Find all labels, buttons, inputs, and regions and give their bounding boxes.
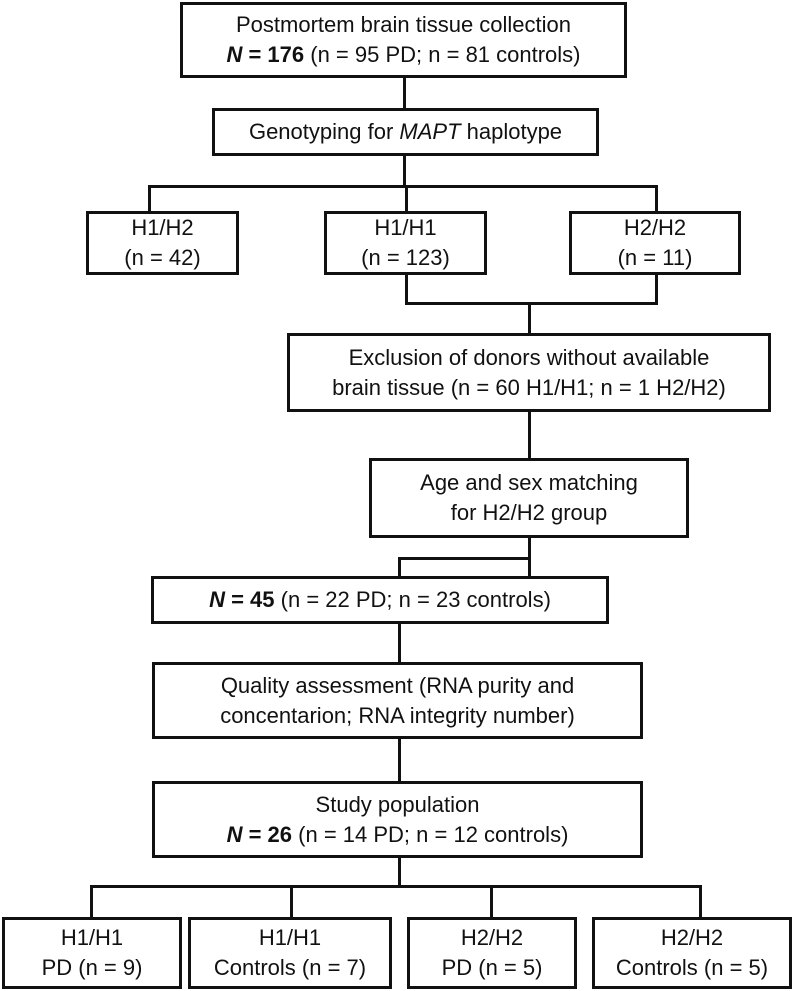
n45-box: N = 45 (n = 22 PD; n = 23 controls) [151, 576, 609, 624]
genotyping-pre: Genotyping for [248, 119, 400, 144]
quality-box: Quality assessment (RNA purity and conce… [152, 662, 643, 739]
connector [699, 885, 702, 919]
out2-sub: Controls (n = 7) [213, 955, 367, 980]
connector [148, 185, 658, 188]
collection-title: Postmortem brain tissue collection [235, 12, 572, 37]
n45-text: N = 45 (n = 22 PD; n = 23 controls) [209, 585, 551, 615]
genotyping-gene: MAPT [399, 119, 461, 144]
quality-line1: Quality assessment (RNA purity and [220, 672, 575, 698]
out3-label: H2/H2 [460, 925, 524, 950]
out4-sub: Controls (n = 5) [615, 955, 769, 980]
connector [528, 302, 531, 335]
collection-N-value: = 176 [242, 42, 305, 67]
h1h1-n: (n = 123) [361, 245, 450, 270]
connector [398, 557, 531, 560]
connector [405, 302, 658, 305]
exclusion-box: Exclusion of donors without available br… [287, 333, 771, 412]
collection-box: Postmortem brain tissue collection N = 1… [180, 2, 627, 78]
out4-label: H2/H2 [660, 925, 724, 950]
connector [148, 185, 151, 213]
connector [405, 185, 408, 213]
connector [403, 154, 406, 186]
matching-line2: for H2/H2 group [450, 500, 608, 525]
out1-sub: PD (n = 9) [41, 955, 143, 980]
h1h2-box: H1/H2 (n = 42) [86, 211, 239, 275]
h2h2-label: H2/H2 [623, 215, 687, 240]
exclusion-line1: Exclusion of donors without available [348, 344, 710, 370]
study-box: Study population N = 26 (n = 14 PD; n = … [152, 781, 643, 858]
connector [655, 273, 658, 305]
outcome-h2h2-pd-box: H2/H2 PD (n = 5) [407, 917, 577, 989]
connector [528, 410, 531, 460]
connector [290, 885, 293, 919]
h2h2-n: (n = 11) [617, 245, 693, 270]
genotyping-text: Genotyping for MAPT haplotype [249, 117, 562, 147]
connector [398, 737, 401, 783]
connector [398, 856, 401, 888]
connector [398, 622, 401, 664]
connector [405, 273, 408, 305]
collection-N-label: N [226, 42, 243, 67]
h1h2-label: H1/H2 [131, 215, 194, 240]
h1h1-label: H1/H1 [374, 215, 437, 240]
collection-breakdown: (n = 95 PD; n = 81 controls) [304, 42, 581, 67]
h1h1-box: H1/H1 (n = 123) [324, 211, 487, 275]
connector [90, 885, 93, 919]
h2h2-box: H2/H2 (n = 11) [569, 211, 741, 275]
out2-label: H1/H1 [258, 925, 322, 950]
matching-box: Age and sex matching for H2/H2 group [369, 458, 689, 538]
connector [655, 185, 658, 213]
out3-sub: PD (n = 5) [441, 955, 543, 980]
study-title: Study population [315, 791, 480, 817]
n45-N-label: N [209, 587, 225, 612]
outcome-h2h2-controls-box: H2/H2 Controls (n = 5) [592, 917, 792, 989]
study-count: N = 26 (n = 14 PD; n = 12 controls) [227, 820, 569, 850]
n45-N-value: = 45 [224, 587, 275, 612]
h1h2-n: (n = 42) [124, 245, 201, 270]
connector [403, 76, 406, 110]
outcome-h1h1-pd-box: H1/H1 PD (n = 9) [2, 917, 182, 989]
matching-line1: Age and sex matching [420, 470, 638, 495]
genotyping-post: haplotype [460, 119, 563, 144]
collection-count: N = 176 (n = 95 PD; n = 81 controls) [226, 40, 580, 70]
n45-breakdown: (n = 22 PD; n = 23 controls) [274, 587, 551, 612]
connector [398, 557, 401, 578]
genotyping-box: Genotyping for MAPT haplotype [212, 108, 599, 156]
out1-label: H1/H1 [60, 925, 124, 950]
study-breakdown: (n = 14 PD; n = 12 controls) [292, 821, 569, 847]
connector [490, 885, 493, 919]
quality-line2: concentarion; RNA integrity number) [220, 702, 575, 728]
study-N-value: = 26 [242, 821, 293, 847]
study-N-label: N [226, 821, 243, 847]
exclusion-line2: brain tissue (n = 60 H1/H1; n = 1 H2/H2) [332, 374, 726, 400]
outcome-h1h1-controls-box: H1/H1 Controls (n = 7) [188, 917, 392, 989]
connector [90, 885, 702, 888]
